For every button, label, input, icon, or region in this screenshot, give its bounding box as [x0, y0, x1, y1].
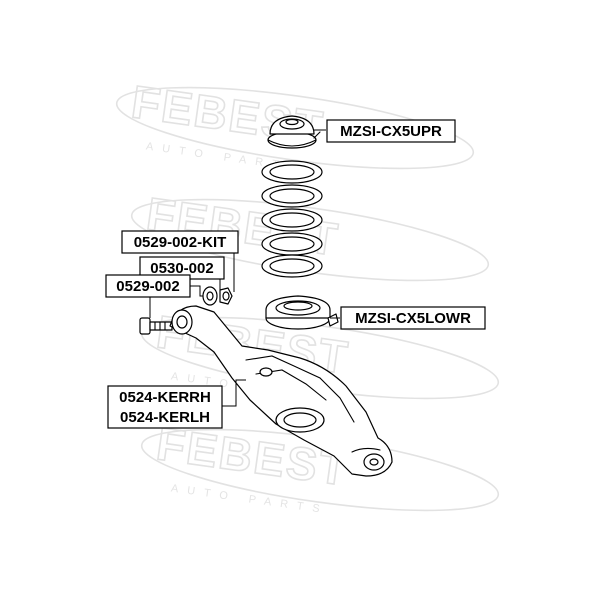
washer[interactable] — [202, 286, 218, 306]
lower-control-arm[interactable] — [169, 305, 393, 477]
callout-bolt[interactable]: 0529-002 — [105, 274, 191, 298]
callout-arm-left-text: 0524-KERLH — [120, 409, 210, 426]
callout-arm-right-text: 0524-KERRH — [119, 389, 211, 406]
callout-upper-mount[interactable]: MZSI-CX5UPR — [326, 119, 456, 143]
callout-arm[interactable]: 0524-KERRH 0524-KERLH — [107, 385, 223, 429]
callout-washer-text: 0530-002 — [150, 260, 213, 277]
callout-bolt-kit-text: 0529-002-KIT — [134, 234, 227, 251]
upper-spring-mount[interactable] — [267, 115, 321, 149]
coil-spring — [261, 160, 323, 278]
bolt[interactable] — [139, 317, 173, 335]
callout-bolt-text: 0529-002 — [116, 278, 179, 295]
callout-upper-mount-text: MZSI-CX5UPR — [340, 123, 442, 140]
callout-lower-mount-text: MZSI-CX5LOWR — [355, 310, 471, 327]
nut[interactable] — [219, 287, 233, 305]
callout-washer[interactable]: 0530-002 — [139, 256, 225, 280]
callout-bolt-kit[interactable]: 0529-002-KIT — [121, 230, 239, 254]
lower-spring-mount[interactable] — [265, 295, 339, 330]
callout-lower-mount[interactable]: MZSI-CX5LOWR — [340, 306, 486, 330]
